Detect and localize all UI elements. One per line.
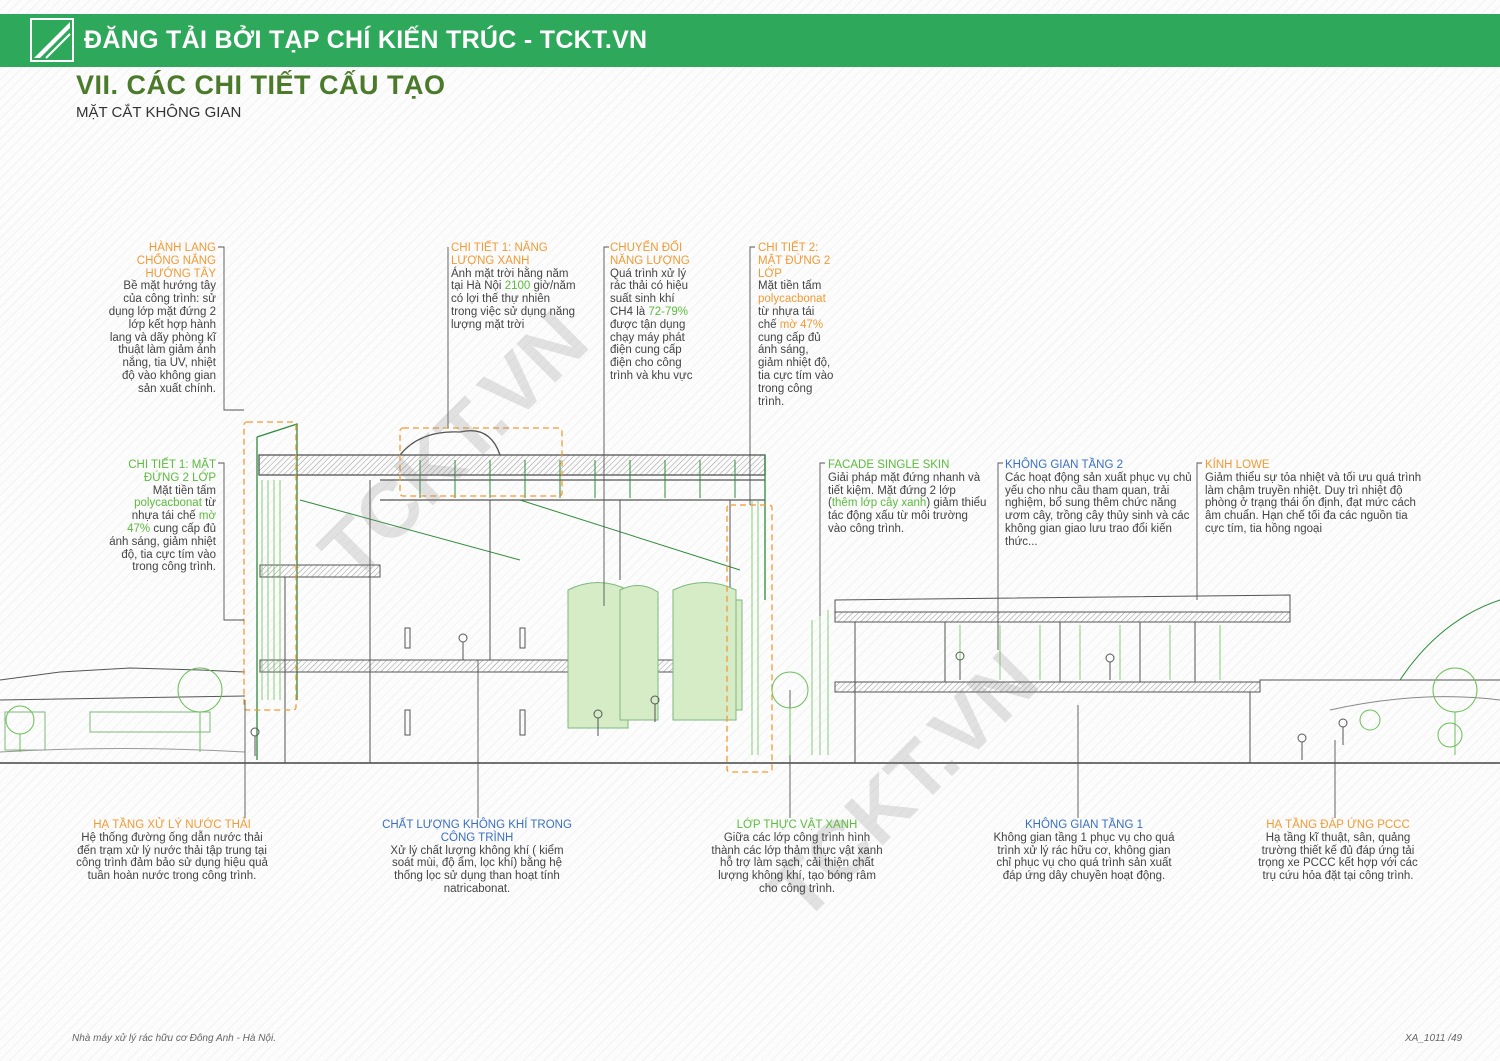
note-heading: KHÔNG GIAN TẦNG 1 — [1024, 819, 1143, 831]
note-body: Bề mặt hướng tây của công trình: sử dụng… — [108, 280, 216, 395]
note-khong-gian-tang-2: KHÔNG GIAN TẦNG 2 Các hoạt động sản xuất… — [1005, 459, 1195, 549]
note-xu-ly-nuoc-thai: HẠ TẦNG XỬ LÝ NƯỚC THẢI Hệ thống đường ố… — [72, 819, 272, 883]
note-heading: FACADE SINGLE SKIN — [828, 459, 950, 471]
note-text: từ nhựa tái chế — [131, 497, 216, 523]
note-heading: CHI TIẾT 1: NĂNG LƯỢNG XANH — [451, 242, 548, 267]
note-highlight: 72-79% — [648, 305, 688, 318]
note-chi-tiet-1-mat-dung: CHI TIẾT 1: MẶT ĐỨNG 2 LỚP Mặt tiền tấm … — [108, 459, 216, 574]
note-heading: KÍNH LOWE — [1205, 459, 1270, 471]
note-chat-luong-khong-khi: CHẤT LƯỢNG KHÔNG KHÍ TRONG CÔNG TRÌNH Xử… — [378, 819, 576, 896]
note-text: Quá trình xử lý rác thải có hiệu suất si… — [610, 267, 688, 318]
note-heading: CHI TIẾT 2: MẶT ĐỨNG 2 LỚP — [758, 242, 831, 280]
note-body: Xử lý chất lượng không khí ( kiểm soát m… — [390, 844, 564, 895]
top-banner: ĐĂNG TẢI BỞI TẠP CHÍ KIẾN TRÚC - TCKT.VN — [0, 14, 1500, 67]
note-heading: CHI TIẾT 1: MẶT ĐỨNG 2 LỚP — [128, 459, 216, 484]
note-text: giờ/năm có lợi thế thự nhiên trong việc … — [451, 280, 576, 331]
note-highlight: 2100 — [504, 280, 531, 293]
note-facade: FACADE SINGLE SKIN Giải pháp mặt đứng nh… — [828, 459, 988, 536]
note-pccc: HẠ TẦNG ĐÁP ỨNG PCCC Hạ tầng kĩ thuật, s… — [1252, 819, 1424, 883]
note-text: được tận dụng chạy máy phát điện cung cấ… — [610, 318, 693, 382]
note-text: Mặt tiền tấm — [152, 484, 216, 497]
note-heading: LỚP THỰC VẬT XANH — [736, 819, 858, 831]
note-body: Giữa các lớp công trình hình thành các l… — [711, 831, 883, 895]
note-chi-tiet-2: CHI TIẾT 2: MẶT ĐỨNG 2 LỚP Mặt tiền tấm … — [758, 242, 836, 408]
section-title: VII. CÁC CHI TIẾT CẤU TẠO — [76, 70, 446, 100]
note-body: Giảm thiểu sự tỏa nhiệt và tối ưu quá tr… — [1205, 471, 1422, 535]
footer-project-name: Nhà máy xử lý rác hữu cơ Đông Anh - Hà N… — [72, 1033, 276, 1044]
note-text: Giải pháp mặt đứng nhanh và tiết kiệm. M… — [828, 471, 981, 510]
note-chuyen-doi: CHUYỂN ĐỔI NĂNG LƯỢNG Quá trình xử lý rá… — [610, 242, 700, 383]
note-text: ) giảm thiểu tác động xấu từ môi trường … — [828, 497, 987, 535]
note-body: Các hoạt động sản xuất phục vụ chủ yếu c… — [1005, 471, 1192, 548]
footer-page-number: XA_1011 /49 — [1405, 1033, 1463, 1044]
note-body: Không gian tầng 1 phục vụ cho quá trình … — [993, 831, 1175, 883]
note-nang-luong-xanh: CHI TIẾT 1: NĂNG LƯỢNG XANH Ánh mặt trời… — [451, 242, 576, 332]
note-heading: CHUYỂN ĐỔI NĂNG LƯỢNG — [610, 242, 690, 267]
note-kinh-lowe: KÍNH LOWE Giảm thiểu sự tỏa nhiệt và tối… — [1205, 459, 1430, 536]
note-heading: KHÔNG GIAN TẦNG 2 — [1005, 459, 1124, 471]
note-hanh-lang: HÀNH LANG CHỐNG NẮNG HƯỚNG TÂY Bề mặt hư… — [108, 242, 216, 396]
note-text: Mặt tiền tấm — [758, 280, 822, 293]
section-subtitle: MẶT CẮT KHÔNG GIAN — [76, 104, 242, 121]
note-text: từ nhựa tái chế — [758, 305, 815, 331]
tckt-logo-icon — [30, 18, 74, 62]
note-highlight: mờ 47% — [779, 318, 824, 331]
note-text: cung cấp đủ ánh sáng, giảm nhiệt độ, tia… — [109, 522, 216, 574]
note-highlight: polycacbonat — [134, 497, 202, 510]
note-body: Hạ tầng kĩ thuật, sân, quảng trường thiế… — [1258, 831, 1418, 883]
note-lop-thuc-vat-xanh: LỚP THỰC VẬT XANH Giữa các lớp công trìn… — [708, 819, 886, 896]
note-heading: HẠ TẦNG XỬ LÝ NƯỚC THẢI — [93, 819, 251, 831]
note-highlight: thêm lớp cây xanh — [831, 497, 927, 510]
note-heading: HÀNH LANG CHỐNG NẮNG HƯỚNG TÂY — [136, 242, 216, 280]
note-body: Hệ thống đường ống dẫn nước thải đến trạ… — [76, 831, 268, 883]
note-highlight: polycacbonat — [758, 293, 826, 306]
note-heading: CHẤT LƯỢNG KHÔNG KHÍ TRONG CÔNG TRÌNH — [382, 819, 572, 844]
banner-text: ĐĂNG TẢI BỞI TẠP CHÍ KIẾN TRÚC - TCKT.VN — [84, 26, 648, 54]
note-khong-gian-tang-1: KHÔNG GIAN TẦNG 1 Không gian tầng 1 phục… — [990, 819, 1178, 883]
note-heading: HẠ TẦNG ĐÁP ỨNG PCCC — [1266, 819, 1410, 831]
note-text: Ánh mặt trời hằng năm tại Hà Nội — [451, 267, 569, 293]
note-text: cung cấp đủ ánh sáng, giảm nhiệt độ, tia… — [758, 331, 834, 408]
note-highlight: mờ 47% — [127, 510, 216, 535]
